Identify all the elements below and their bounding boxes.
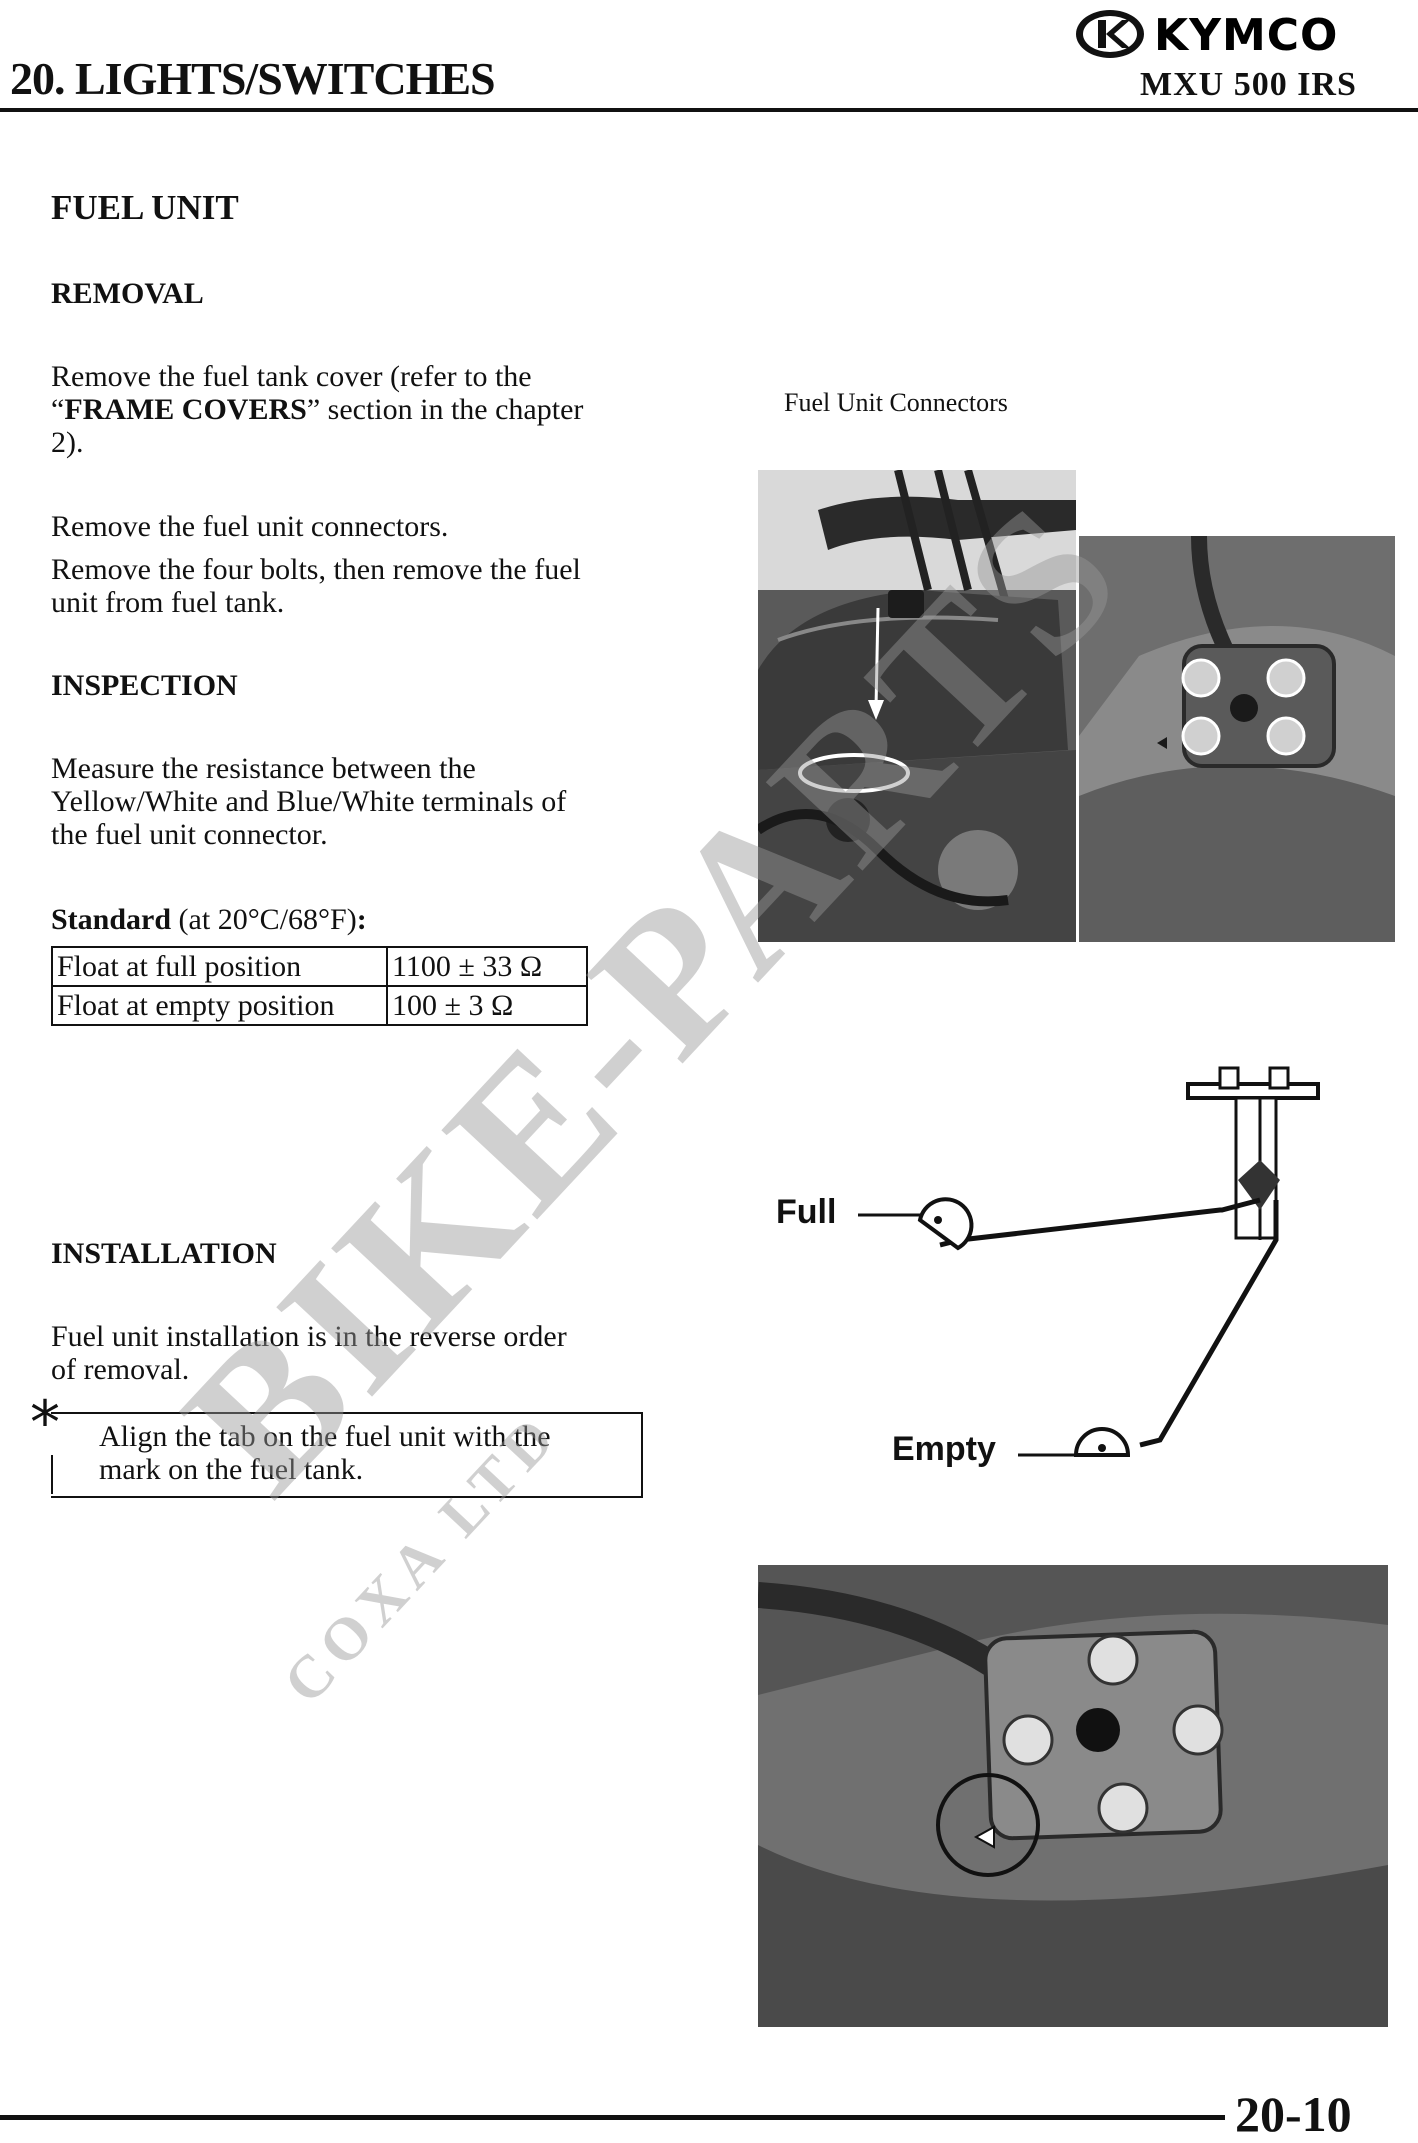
kymco-logo: KYMCO (1076, 10, 1338, 61)
note-text: Align the tab on the fuel unit with the … (99, 1420, 551, 1486)
fuel-float-diagram (858, 1066, 1320, 1457)
removal-paragraph-1: Remove the fuel tank cover (refer to the… (51, 360, 584, 459)
brand-name: KYMCO (1154, 10, 1338, 61)
resistance-spec-table: Float at full position 1100 ± 33 Ω Float… (51, 946, 588, 1026)
page-number: 20-10 (1235, 2086, 1352, 2142)
header-rule (0, 108, 1418, 112)
section-title: FUEL UNIT (51, 188, 239, 227)
note-box-left-edge (51, 1455, 53, 1494)
full-label: Full (776, 1193, 837, 1231)
note-box (51, 1412, 643, 1498)
note-asterisk-icon: * (30, 1388, 60, 1458)
installation-heading: INSTALLATION (51, 1237, 277, 1270)
inspection-heading: INSPECTION (51, 669, 238, 702)
atv-fuel-tank-photo (758, 470, 1076, 942)
table-row: Float at full position 1100 ± 33 Ω (51, 946, 588, 987)
connectors-caption: Fuel Unit Connectors (784, 388, 1008, 417)
chapter-title: 20. LIGHTS/SWITCHES (10, 53, 496, 104)
removal-paragraph-3: Remove the four bolts, then remove the f… (51, 553, 581, 619)
standard-label: Standard (at 20°C/68°F): (51, 903, 367, 936)
footer-rule (0, 2115, 1225, 2120)
table-cell: 1100 ± 33 Ω (386, 946, 588, 987)
fuel-unit-bolts-photo (1079, 536, 1395, 942)
table-cell: 100 ± 3 Ω (386, 985, 588, 1026)
inspection-paragraph: Measure the resistance between the Yello… (51, 752, 567, 851)
table-row: Float at empty position 100 ± 3 Ω (51, 985, 588, 1026)
empty-label: Empty (892, 1430, 996, 1468)
removal-heading: REMOVAL (51, 277, 204, 310)
tab-alignment-photo (758, 1565, 1388, 2027)
table-cell: Float at empty position (51, 985, 388, 1026)
model-name: MXU 500 IRS (1140, 66, 1357, 103)
installation-paragraph: Fuel unit installation is in the reverse… (51, 1320, 567, 1386)
table-cell: Float at full position (51, 946, 388, 987)
removal-paragraph-2: Remove the fuel unit connectors. (51, 510, 449, 543)
